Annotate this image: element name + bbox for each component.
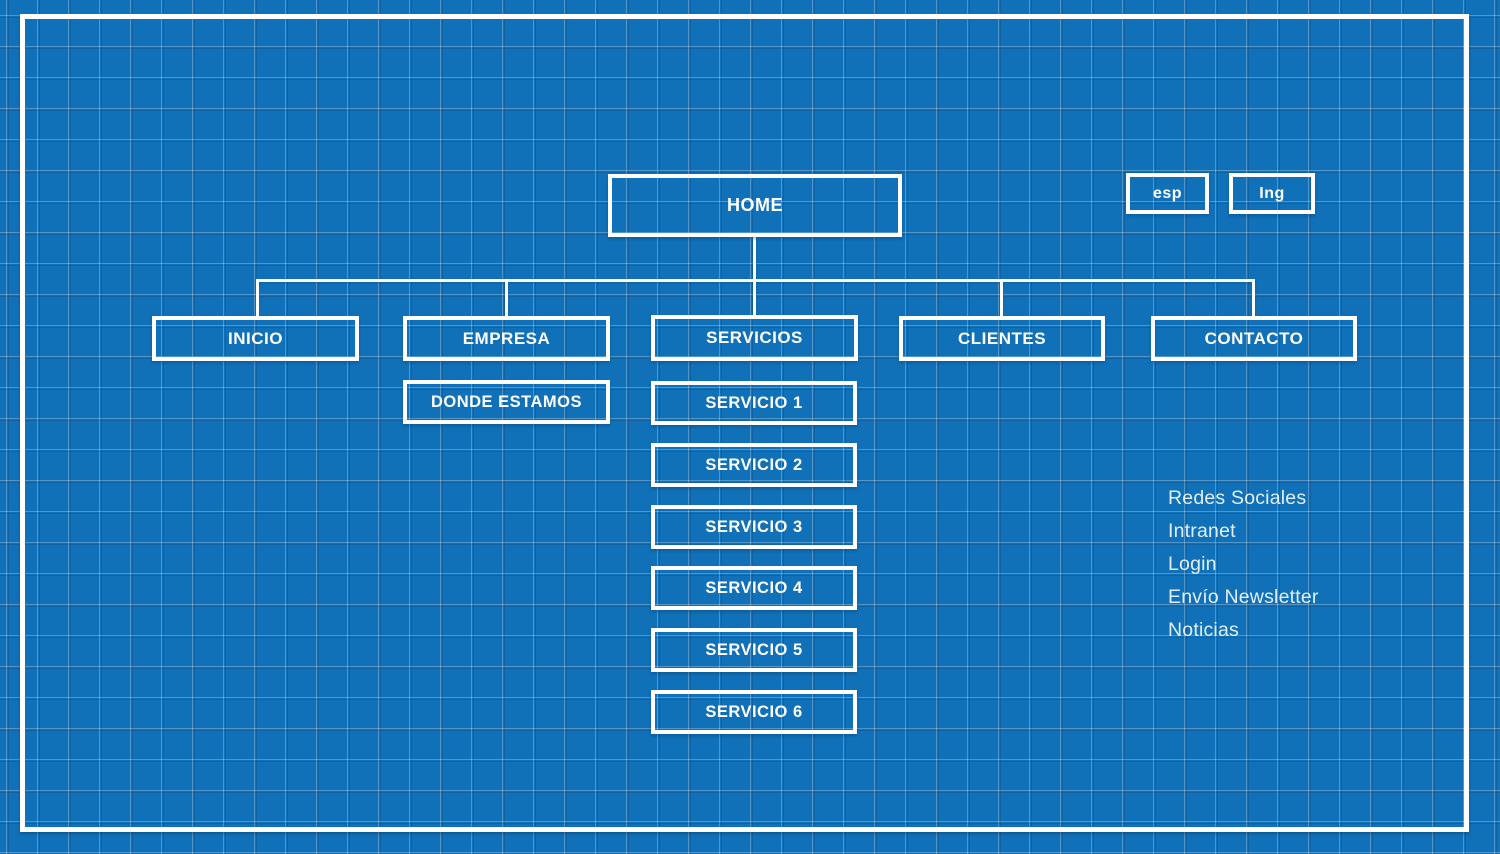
connector-drop-inicio: [256, 281, 259, 316]
node-donde-estamos[interactable]: DONDE ESTAMOS: [403, 380, 610, 424]
connector-home-stem: [753, 237, 756, 281]
side-link-noticias[interactable]: Noticias: [1168, 619, 1239, 641]
node-inicio[interactable]: INICIO: [152, 316, 359, 361]
node-servicio-5[interactable]: SERVICIO 5: [651, 628, 857, 672]
node-servicios[interactable]: SERVICIOS: [651, 315, 858, 361]
lang-button-esp[interactable]: esp: [1126, 173, 1209, 214]
connector-drop-contacto: [1252, 281, 1255, 316]
side-links-list: Redes Sociales Intranet Login Envío News…: [1168, 482, 1319, 647]
connector-drop-servicios: [753, 281, 756, 316]
side-link-login[interactable]: Login: [1168, 553, 1217, 575]
side-link-redes-sociales[interactable]: Redes Sociales: [1168, 487, 1307, 509]
connector-drop-empresa: [505, 281, 508, 316]
connector-horizontal-bar: [256, 279, 1255, 282]
node-servicio-2[interactable]: SERVICIO 2: [651, 443, 857, 487]
node-home[interactable]: HOME: [608, 174, 902, 237]
node-empresa[interactable]: EMPRESA: [403, 316, 610, 361]
side-link-intranet[interactable]: Intranet: [1168, 520, 1236, 542]
node-servicio-6[interactable]: SERVICIO 6: [651, 690, 857, 734]
node-servicio-4[interactable]: SERVICIO 4: [651, 566, 857, 610]
side-link-envio-newsletter[interactable]: Envío Newsletter: [1168, 586, 1319, 608]
node-contacto[interactable]: CONTACTO: [1151, 316, 1357, 361]
node-clientes[interactable]: CLIENTES: [899, 316, 1105, 361]
node-servicio-3[interactable]: SERVICIO 3: [651, 505, 857, 549]
lang-button-ing[interactable]: Ing: [1229, 173, 1315, 214]
node-servicio-1[interactable]: SERVICIO 1: [651, 381, 857, 425]
connector-drop-clientes: [1000, 281, 1003, 316]
